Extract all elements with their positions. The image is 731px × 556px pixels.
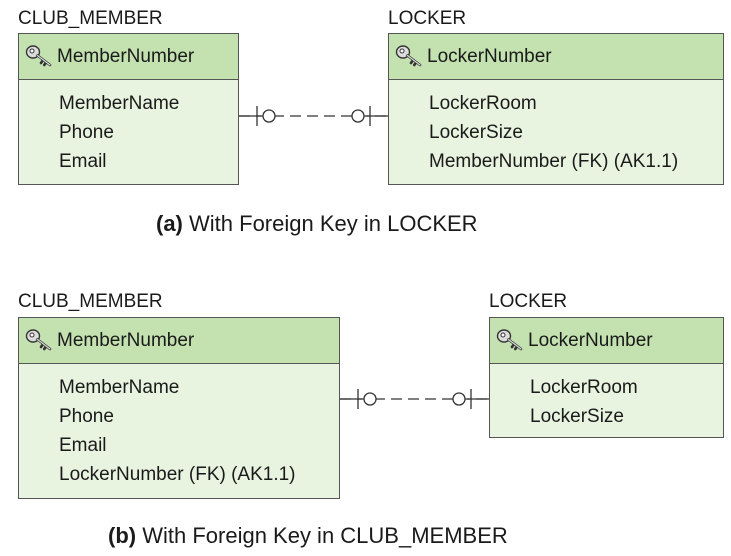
entity-name-locker-a: LOCKER [388,8,467,29]
primary-key-label: LockerNumber [528,330,653,351]
attribute: LockerRoom [429,93,537,114]
primary-key-label: LockerNumber [427,46,552,67]
attribute: Phone [59,122,114,143]
attribute: LockerNumber (FK) (AK1.1) [59,464,296,485]
primary-key-row: MemberNumber [19,318,339,364]
attribute-list: MemberName Phone Email [59,89,179,176]
key-icon [496,329,523,351]
key-icon [25,45,52,67]
caption-a: (a) With Foreign Key in LOCKER [156,211,478,236]
relationship-line-a [239,106,388,126]
attribute: Phone [59,406,114,427]
relationship-line-b [340,389,489,409]
primary-key-row: LockerNumber [490,318,723,364]
attribute-list: MemberName Phone Email LockerNumber (FK)… [59,373,296,489]
attribute: MemberName [59,93,180,114]
key-icon [395,45,422,67]
key-icon [25,329,52,351]
attribute: Email [59,435,107,456]
primary-key-label: MemberNumber [57,330,195,351]
optional-circle-right [452,392,466,406]
primary-key-row: LockerNumber [389,34,723,80]
attribute: MemberName [59,377,180,398]
optional-circle-left [262,109,276,123]
attribute: LockerSize [429,122,523,143]
primary-key-label: MemberNumber [57,46,195,67]
entity-club-member-b: MemberNumber MemberName Phone Email Lock… [18,317,340,499]
entity-club-member-a: MemberNumber MemberName Phone Email [18,33,239,185]
attribute: MemberNumber (FK) (AK1.1) [429,151,679,172]
attribute: LockerRoom [530,377,638,398]
entity-locker-b: LockerNumber LockerRoom LockerSize [489,317,724,438]
attribute-list: LockerRoom LockerSize [530,373,638,431]
entity-locker-a: LockerNumber LockerRoom LockerSize Membe… [388,33,724,185]
attribute: LockerSize [530,406,624,427]
entity-name-locker-b: LOCKER [489,291,568,312]
primary-key-row: MemberNumber [19,34,238,80]
entity-name-club-member-b: CLUB_MEMBER [18,291,163,312]
optional-circle-right [351,109,365,123]
attribute-list: LockerRoom LockerSize MemberNumber (FK) … [429,89,678,176]
attribute: Email [59,151,107,172]
entity-name-club-member-a: CLUB_MEMBER [18,8,163,29]
optional-circle-left [363,392,377,406]
caption-b: (b) With Foreign Key in CLUB_MEMBER [108,523,508,548]
